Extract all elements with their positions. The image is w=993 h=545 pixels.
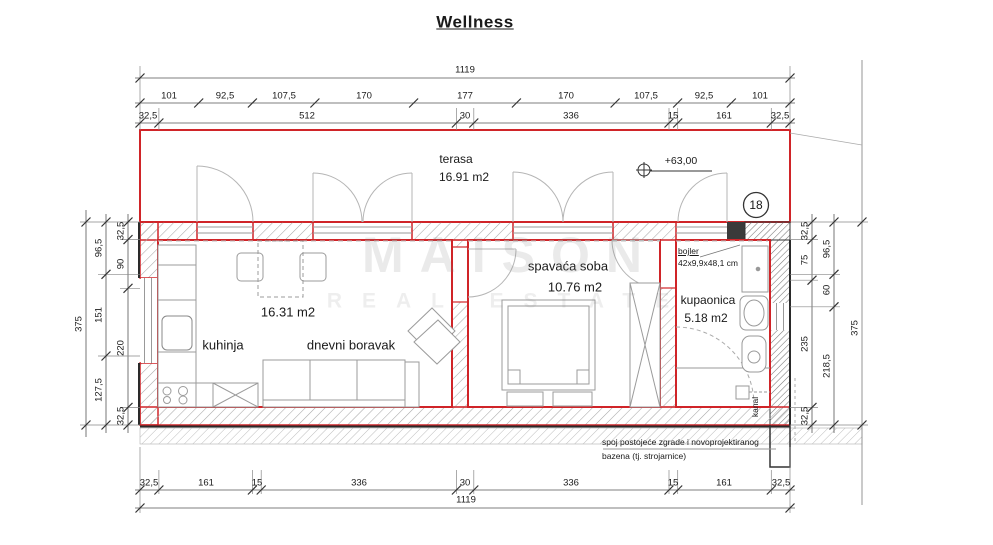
dim-label: 336 (351, 477, 367, 489)
dim-label: 375 (849, 320, 861, 336)
boundary-lines (789, 60, 863, 505)
dim-label: 90 (115, 258, 127, 270)
terrace-outline (139, 129, 791, 223)
dim-label: 161 (716, 477, 732, 489)
dim-label: 101 (752, 90, 768, 102)
dim-label: 15 (667, 477, 679, 489)
dim-label: 32,5 (799, 221, 811, 241)
dim-label: 177 (457, 90, 473, 102)
dim-label: 92,5 (694, 90, 714, 102)
room-area-dnevni-boravak: 16.31 m2 (260, 304, 316, 320)
dim-label: 170 (356, 90, 372, 102)
dim-label: 75 (799, 254, 811, 266)
dim-label: 32,5 (771, 477, 791, 489)
doors (196, 165, 728, 298)
dim-label: 101 (161, 90, 177, 102)
room-label-terasa: terasa (439, 152, 473, 166)
dim-label: 96,5 (821, 239, 833, 259)
connection-note-line2: bazena (tj. strojarnice) (602, 451, 687, 461)
dim-label: 15 (667, 110, 679, 122)
dim-label: 161 (198, 477, 214, 489)
dim-label: 30 (459, 477, 471, 489)
room-area-terasa: 16.91 m2 (438, 170, 490, 184)
dim-label: 336 (563, 477, 579, 489)
room-area-spavaca-soba: 10.76 m2 (547, 279, 603, 295)
dim-label: 512 (299, 110, 315, 122)
dining-set (236, 240, 327, 298)
dim-label: 32,5 (115, 406, 127, 426)
dim-label: 1119 (456, 494, 476, 506)
dim-label: 32,5 (799, 406, 811, 426)
bojler-size-label: 42x9,9x48,1 cm (678, 258, 739, 268)
unit-number-label: 18 (749, 198, 763, 212)
bedroom-furniture (501, 282, 661, 408)
watermark-brand: MAISON (362, 227, 658, 283)
dim-label: 220 (115, 340, 127, 356)
dim-label: 107,5 (634, 90, 658, 102)
dim-label: 1119 (455, 64, 475, 76)
room-label-dnevni-boravak: dnevni boravak (306, 337, 396, 353)
dim-label: 170 (558, 90, 574, 102)
dim-label: 375 (73, 316, 85, 332)
kanal-label: kanal (749, 396, 760, 418)
dimension-lines (80, 66, 868, 514)
dim-label: 32,5 (138, 110, 158, 122)
unit-number-circle (742, 191, 770, 219)
dim-label: 151 (93, 307, 105, 323)
kitchen-furniture (157, 244, 259, 408)
dim-label: 161 (716, 110, 732, 122)
dim-label: 107,5 (272, 90, 296, 102)
bathroom-fixtures (675, 244, 770, 406)
walls (138, 221, 791, 428)
dim-label: 60 (821, 284, 833, 296)
connection-detail (603, 378, 796, 468)
dim-label: 336 (563, 110, 579, 122)
dim-label: 235 (799, 336, 811, 352)
windows (141, 226, 789, 363)
room-label-kupaonica: kupaonica (680, 293, 736, 307)
dim-label: 32,5 (770, 110, 790, 122)
bojler-label: bojler (678, 246, 699, 256)
elevation-marker (636, 162, 712, 178)
room-area-kupaonica: 5.18 m2 (684, 311, 728, 325)
connection-note-line1: spoj postojeće zgrade i novoprojektirano… (602, 437, 759, 447)
dim-label: 15 (251, 477, 263, 489)
elevation-label: +63,00 (664, 154, 698, 167)
dim-label: 32,5 (139, 477, 159, 489)
dim-label: 218,5 (821, 354, 833, 378)
living-room-furniture (262, 307, 461, 408)
dim-label: 96,5 (93, 238, 105, 258)
dim-label: 32,5 (115, 221, 127, 241)
dim-label: 30 (459, 110, 471, 122)
dim-label: 92,5 (215, 90, 235, 102)
page-title: Wellness (436, 12, 514, 32)
dim-label: 127,5 (93, 378, 105, 402)
watermark-tagline: REAL ESTATE (326, 289, 690, 313)
room-label-spavaca-soba: spavaća soba (527, 258, 609, 274)
room-label-kuhinja: kuhinja (202, 337, 244, 353)
